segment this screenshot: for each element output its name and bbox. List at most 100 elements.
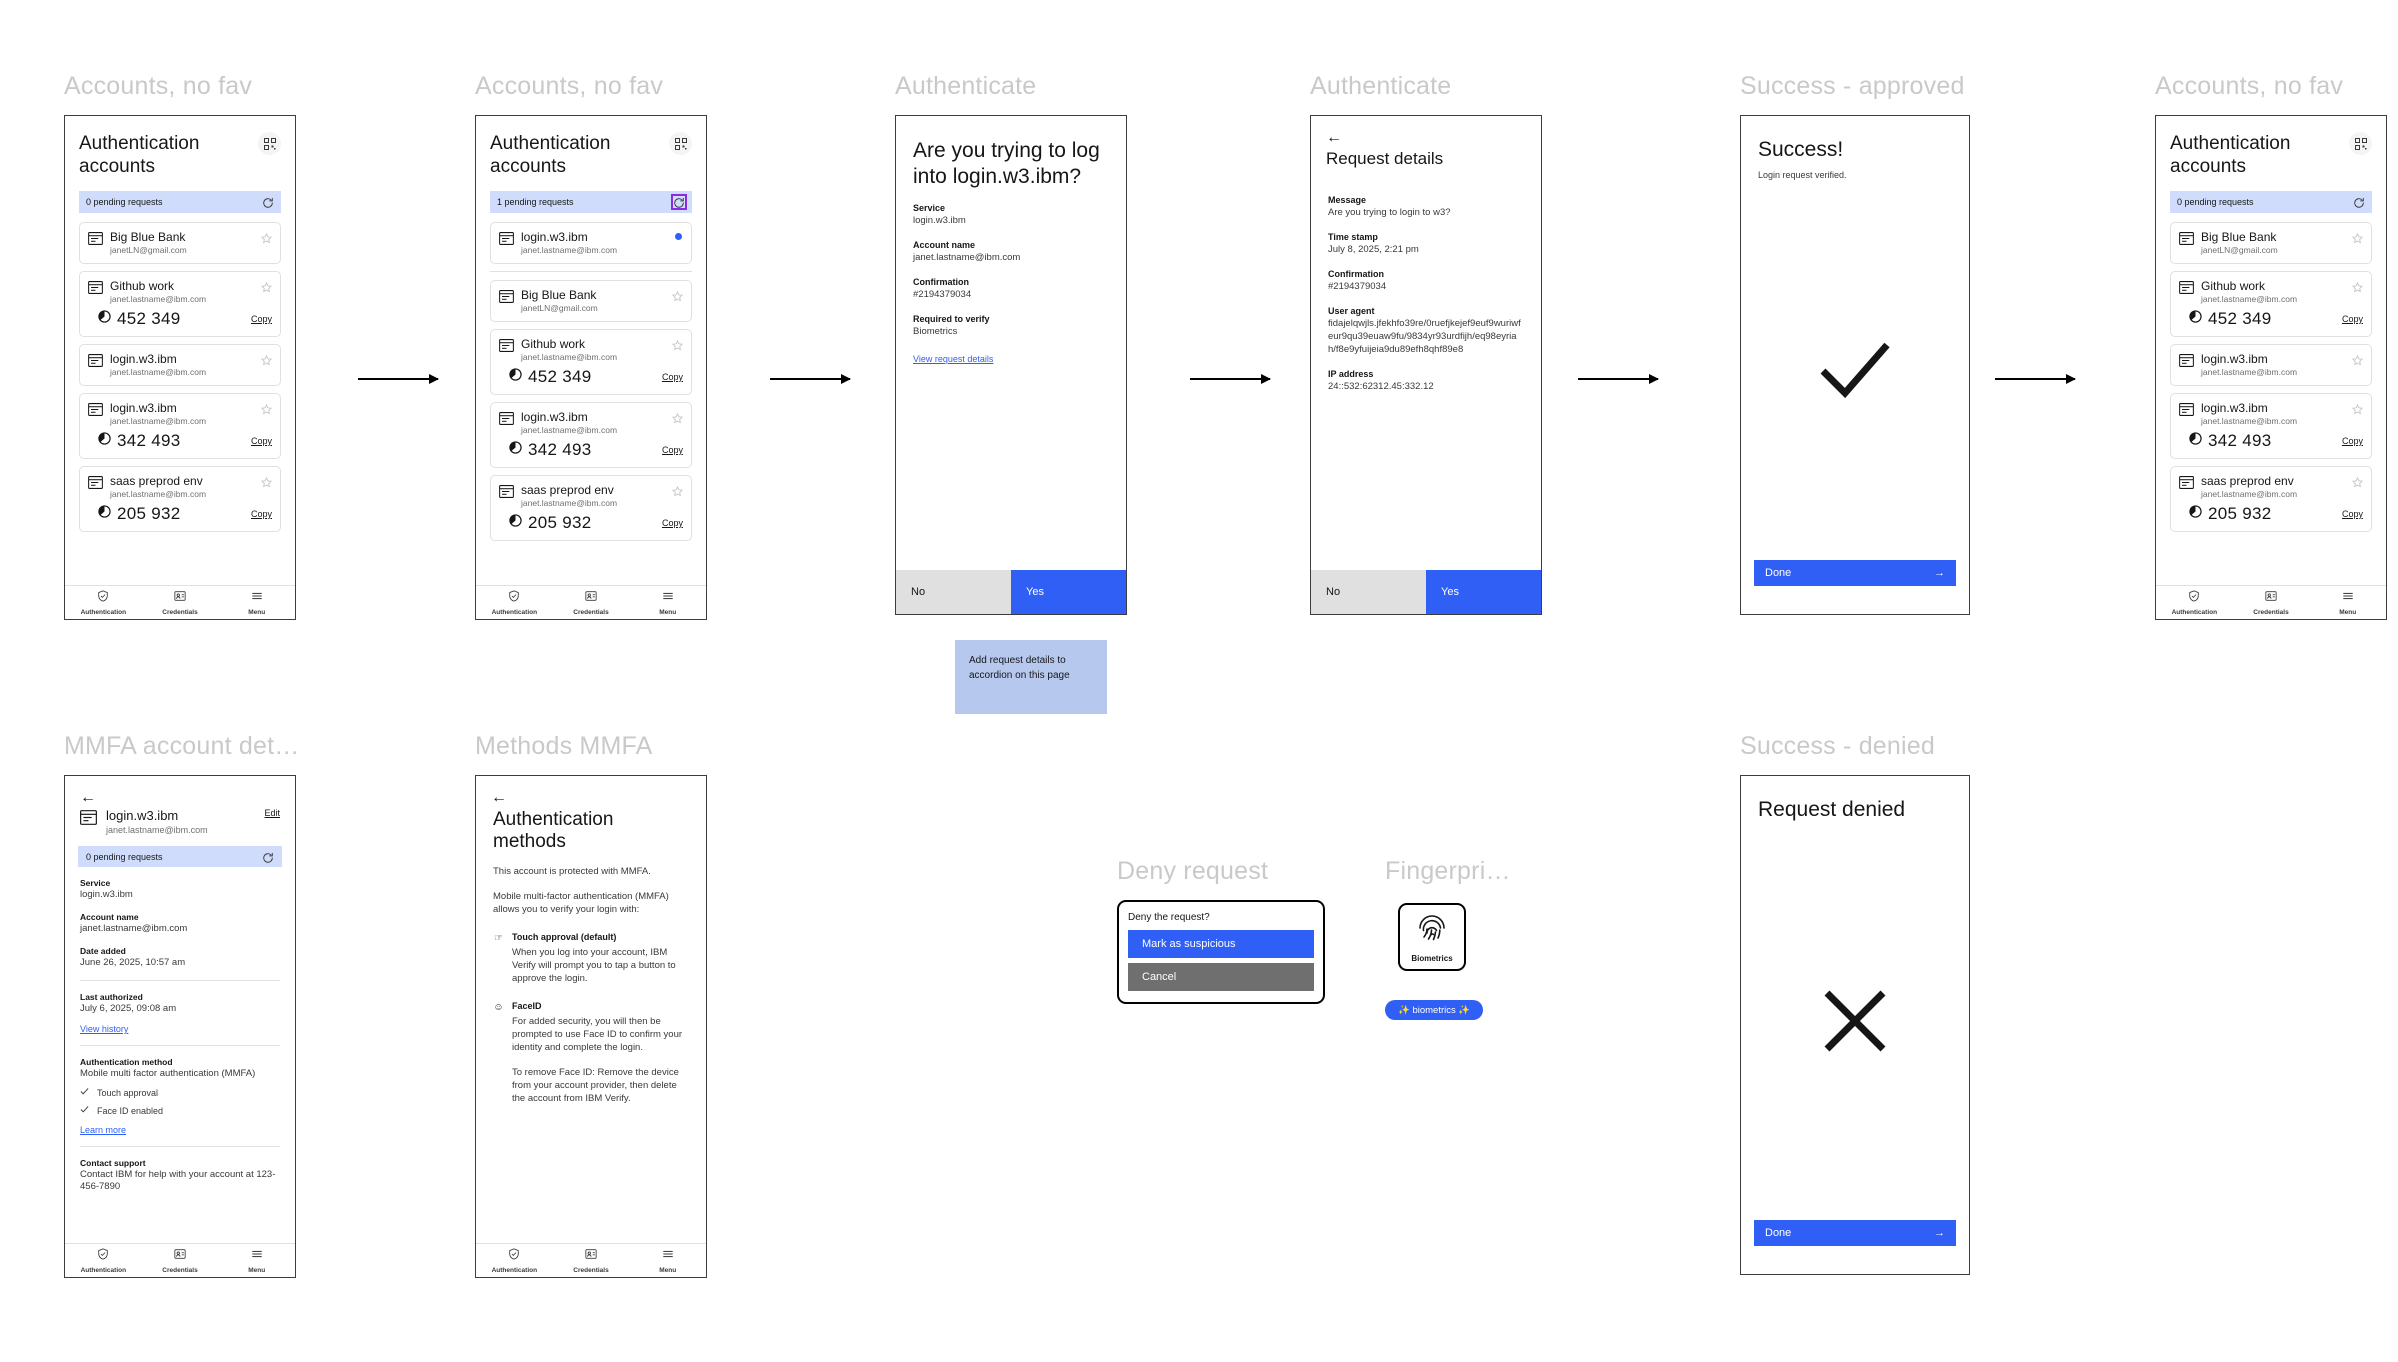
refresh-icon[interactable] <box>2353 196 2365 208</box>
favorite-star-icon[interactable] <box>2351 402 2364 415</box>
tab-authentication[interactable]: Authentication <box>65 589 142 616</box>
tab-label: Authentication <box>80 609 127 616</box>
qr-code-icon[interactable] <box>669 132 692 155</box>
list-item[interactable]: saas preprod env janet.lastname@ibm.com … <box>79 466 281 532</box>
favorite-star-icon[interactable] <box>2351 280 2364 293</box>
tab-menu[interactable]: Menu <box>629 589 706 616</box>
yes-button[interactable]: Yes <box>1011 570 1126 614</box>
tab-authentication[interactable]: Authentication <box>476 589 553 616</box>
mark-as-suspicious-button[interactable]: Mark as suspicious <box>1128 930 1314 958</box>
favorite-star-icon[interactable] <box>260 402 273 415</box>
favorite-star-icon[interactable] <box>260 475 273 488</box>
account-name: login.w3.ibm <box>106 808 179 823</box>
list-item[interactable]: Github work janet.lastname@ibm.com 452 3… <box>79 271 281 337</box>
list-item[interactable]: Big Blue Bank janetLN@gmail.com <box>490 280 692 322</box>
favorite-star-icon[interactable] <box>671 484 684 497</box>
copy-button[interactable]: Copy <box>2341 436 2363 446</box>
frame-accounts-2: Accounts, no fav Authentication accounts… <box>2155 72 2387 620</box>
field-label: Confirmation <box>913 277 969 287</box>
sticky-note: Add request details to accordion on this… <box>955 640 1107 714</box>
account-name: Github work <box>2201 279 2266 293</box>
account-card-icon <box>499 232 514 245</box>
back-arrow-icon[interactable]: ← <box>491 789 507 806</box>
list-item[interactable]: Github work janet.lastname@ibm.com 452 3… <box>490 329 692 395</box>
copy-button[interactable]: Copy <box>661 372 683 382</box>
favorite-star-icon[interactable] <box>260 353 273 366</box>
page-title: Are you trying to log into login.w3.ibm? <box>913 139 1100 188</box>
tab-authentication[interactable]: Authentication <box>476 1247 553 1274</box>
no-button[interactable]: No <box>896 570 1011 614</box>
list-item[interactable]: login.w3.ibm janet.lastname@ibm.com <box>490 222 692 264</box>
tab-credentials[interactable]: Credentials <box>142 589 219 616</box>
list-item[interactable]: login.w3.ibm janet.lastname@ibm.com 342 … <box>490 402 692 468</box>
pending-requests-bar[interactable]: 0 pending requests <box>79 191 281 213</box>
done-button[interactable]: Done → <box>1754 1220 1956 1246</box>
refresh-icon[interactable] <box>262 851 274 863</box>
done-label: Done <box>1765 567 1792 579</box>
check-icon <box>80 1105 89 1116</box>
edit-button[interactable]: Edit <box>264 808 280 818</box>
favorite-star-icon[interactable] <box>2351 475 2364 488</box>
tab-credentials[interactable]: Credentials <box>553 1247 630 1274</box>
done-button[interactable]: Done → <box>1754 560 1956 586</box>
list-item[interactable]: Big Blue Bank janetLN@gmail.com <box>2170 222 2372 264</box>
biometrics-card[interactable]: Biometrics <box>1398 903 1466 971</box>
list-item[interactable]: saas preprod env janet.lastname@ibm.com … <box>2170 466 2372 532</box>
back-arrow-icon[interactable]: ← <box>80 789 96 806</box>
copy-button[interactable]: Copy <box>661 518 683 528</box>
no-button[interactable]: No <box>1311 570 1426 614</box>
pending-requests-bar[interactable]: 0 pending requests <box>78 846 282 867</box>
list-item[interactable]: login.w3.ibm janet.lastname@ibm.com 342 … <box>2170 393 2372 459</box>
copy-button[interactable]: Copy <box>2341 314 2363 324</box>
favorite-star-icon[interactable] <box>260 280 273 293</box>
list-item[interactable]: Github work janet.lastname@ibm.com 452 3… <box>2170 271 2372 337</box>
pending-count-label: 1 pending requests <box>497 197 574 207</box>
tab-authentication[interactable]: Authentication <box>2156 589 2233 616</box>
favorite-star-icon[interactable] <box>2351 353 2364 366</box>
tab-menu[interactable]: Menu <box>2309 589 2386 616</box>
field-value: #2194379034 <box>1328 281 1387 292</box>
list-item[interactable]: login.w3.ibm janet.lastname@ibm.com <box>79 344 281 386</box>
copy-button[interactable]: Copy <box>250 314 272 324</box>
learn-more-link[interactable]: Learn more <box>80 1125 127 1135</box>
tab-credentials[interactable]: Credentials <box>2233 589 2310 616</box>
qr-code-icon[interactable] <box>2349 132 2372 155</box>
favorite-star-icon[interactable] <box>671 411 684 424</box>
copy-button[interactable]: Copy <box>250 509 272 519</box>
biometrics-pill[interactable]: ✨ biometrics ✨ <box>1385 1000 1484 1020</box>
copy-button[interactable]: Copy <box>2341 509 2363 519</box>
pending-requests-bar[interactable]: 1 pending requests <box>490 191 692 213</box>
copy-button[interactable]: Copy <box>661 445 683 455</box>
tab-menu[interactable]: Menu <box>218 589 295 616</box>
refresh-icon[interactable] <box>671 194 687 210</box>
tab-authentication[interactable]: Authentication <box>65 1247 142 1274</box>
tab-menu[interactable]: Menu <box>629 1247 706 1274</box>
tab-credentials[interactable]: Credentials <box>142 1247 219 1274</box>
flow-arrow <box>1995 374 2076 384</box>
favorite-star-icon[interactable] <box>260 231 273 244</box>
refresh-icon[interactable] <box>262 196 274 208</box>
back-arrow-icon[interactable]: ← <box>1326 129 1342 146</box>
account-card-icon <box>499 290 514 303</box>
frame-label: Methods MMFA <box>475 732 653 760</box>
tab-credentials[interactable]: Credentials <box>553 589 630 616</box>
action-row: No Yes <box>1311 570 1541 614</box>
favorite-star-icon[interactable] <box>2351 231 2364 244</box>
list-item[interactable]: Big Blue Bank janetLN@gmail.com <box>79 222 281 264</box>
yes-button[interactable]: Yes <box>1426 570 1541 614</box>
pending-requests-bar[interactable]: 0 pending requests <box>2170 191 2372 213</box>
list-item[interactable]: login.w3.ibm janet.lastname@ibm.com <box>2170 344 2372 386</box>
field-label: Confirmation <box>1328 269 1384 279</box>
otp-timer-icon <box>2189 505 2202 523</box>
tab-menu[interactable]: Menu <box>218 1247 295 1274</box>
favorite-star-icon[interactable] <box>671 289 684 302</box>
favorite-star-icon[interactable] <box>671 338 684 351</box>
list-item[interactable]: saas preprod env janet.lastname@ibm.com … <box>490 475 692 541</box>
method-footnote: To remove Face ID: Remove the device fro… <box>512 1067 679 1104</box>
qr-code-icon[interactable] <box>258 132 281 155</box>
view-request-details-link[interactable]: View request details <box>913 354 994 364</box>
view-history-link[interactable]: View history <box>80 1024 129 1034</box>
copy-button[interactable]: Copy <box>250 436 272 446</box>
list-item[interactable]: login.w3.ibm janet.lastname@ibm.com 342 … <box>79 393 281 459</box>
cancel-button[interactable]: Cancel <box>1128 963 1314 991</box>
